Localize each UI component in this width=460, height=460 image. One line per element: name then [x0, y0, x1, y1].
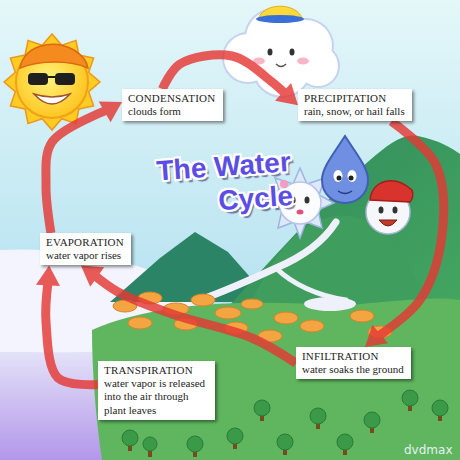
arrow-head: [99, 101, 122, 122]
sunglasses: [28, 73, 48, 85]
stage-label-box: CONDENSATIONclouds form: [122, 89, 223, 121]
stage-heading: PRECIPITATION: [304, 92, 406, 105]
stage-description: water vapor is released into the air thr…: [104, 377, 209, 417]
river-branch: [276, 268, 346, 300]
snowflake-lips: [297, 210, 304, 215]
raindrop-character: [322, 136, 368, 203]
sun-cap: [20, 44, 88, 68]
tree-crown: [432, 400, 448, 416]
arrow-head: [36, 265, 60, 286]
cloud-mouth: [276, 64, 286, 67]
raindrop-eye: [348, 170, 357, 182]
hailstone-eye: [379, 207, 384, 214]
shrub: [215, 307, 241, 319]
stage-description: water soaks the ground: [302, 363, 405, 376]
tree-crown: [187, 436, 203, 452]
cloud-cap-brim: [256, 15, 304, 23]
hailstone-character: [366, 181, 413, 234]
tree-crown: [337, 434, 353, 450]
snowflake-eye: [305, 197, 310, 204]
sun-smile: [34, 94, 70, 104]
tree-crown: [143, 437, 157, 451]
hailstone-eye: [393, 207, 398, 214]
tree-crown: [277, 434, 293, 450]
pond: [304, 297, 356, 311]
cloud-body: [224, 10, 338, 96]
tree-crown: [310, 408, 326, 424]
stage-heading: INFILTRATION: [302, 350, 405, 363]
hailstone-hat: [370, 181, 413, 202]
cycle-arrow: [46, 101, 122, 233]
stage-heading: CONDENSATION: [128, 92, 217, 105]
cycle-arrow: [365, 121, 444, 347]
sunglasses-bridge: [48, 76, 55, 78]
tree-crown: [254, 400, 270, 416]
shrub: [191, 294, 215, 306]
shrub: [128, 317, 152, 329]
stage-description: clouds form: [128, 105, 217, 118]
cloud-blush: [297, 58, 309, 65]
raindrop-pupil: [337, 176, 342, 181]
stage-label-box: INFILTRATIONwater soaks the ground: [296, 347, 411, 379]
cloud-eye: [268, 49, 273, 56]
tree-crown: [122, 430, 138, 446]
tree-crown: [227, 428, 243, 444]
river: [200, 222, 336, 300]
arrow-shaft: [376, 121, 444, 338]
stage-description: rain, snow, or hail falls: [304, 105, 406, 118]
stage-description: water vapor rises: [46, 249, 125, 262]
diagram-title: The Water Cycle: [148, 145, 294, 223]
shrub: [300, 320, 324, 332]
raindrop-body: [322, 136, 368, 203]
cycle-arrow: [81, 265, 296, 363]
stage-heading: TRANSPIRATION: [104, 364, 209, 377]
ground: [92, 298, 460, 460]
cloud-eye: [290, 49, 295, 56]
tree-crown: [402, 390, 418, 406]
stage-label-box: PRECIPITATIONrain, snow, or hail falls: [298, 89, 412, 121]
stage-label-box: TRANSPIRATIONwater vapor is released int…: [98, 361, 215, 420]
shrub: [350, 310, 374, 322]
raindrop-mouth: [338, 191, 352, 194]
shrub: [274, 312, 298, 324]
raindrop-eye: [334, 170, 343, 182]
title-block: The Water Cycle: [148, 145, 294, 223]
arrow-head: [275, 83, 298, 105]
arrow-shaft: [92, 274, 296, 364]
arrow-head: [81, 265, 104, 286]
raindrop-pupil: [349, 176, 354, 181]
label-block: dvdmax: [404, 443, 452, 457]
shrub: [241, 299, 263, 309]
hailstone-mouth: [379, 220, 397, 226]
tree-crown: [364, 412, 380, 428]
stage-label-box: EVAPORATIONwater vapor rises: [40, 233, 131, 265]
sunglasses: [55, 73, 75, 85]
stage-heading: EVAPORATION: [46, 236, 125, 249]
arrow-shaft: [46, 279, 98, 384]
watermark: dvdmax: [404, 443, 452, 457]
cycle-arrow: [36, 265, 98, 384]
arrow-head: [365, 325, 388, 347]
arrow-shaft: [46, 109, 110, 233]
